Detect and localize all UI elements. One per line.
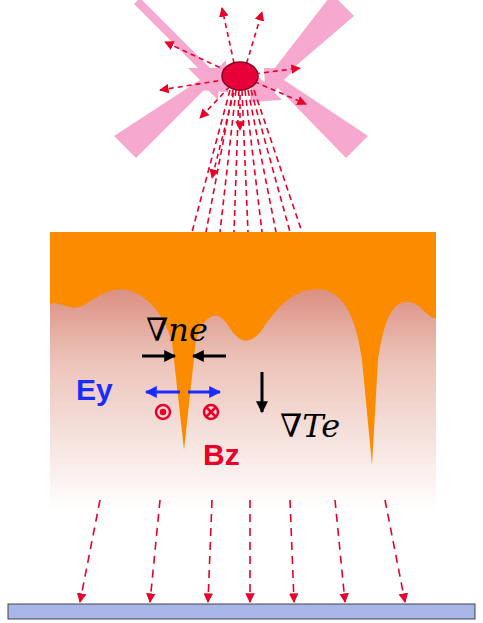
magnetic-field-symbol	[156, 405, 218, 419]
magnetic-field-label: Bz	[203, 440, 240, 470]
laser-beam	[114, 0, 368, 158]
x-ray-beam	[192, 90, 302, 232]
electric-field-label: Ey	[76, 375, 113, 405]
density-gradient-label: ∇ne	[146, 314, 208, 346]
ablation-front	[50, 232, 436, 465]
temperature-gradient-label: ∇Te	[280, 410, 340, 442]
transmitted-ray	[80, 500, 405, 602]
gradient-arrow	[142, 356, 262, 412]
detector-plate	[8, 604, 475, 619]
field-arrow	[146, 391, 220, 394]
capsule	[222, 62, 258, 90]
